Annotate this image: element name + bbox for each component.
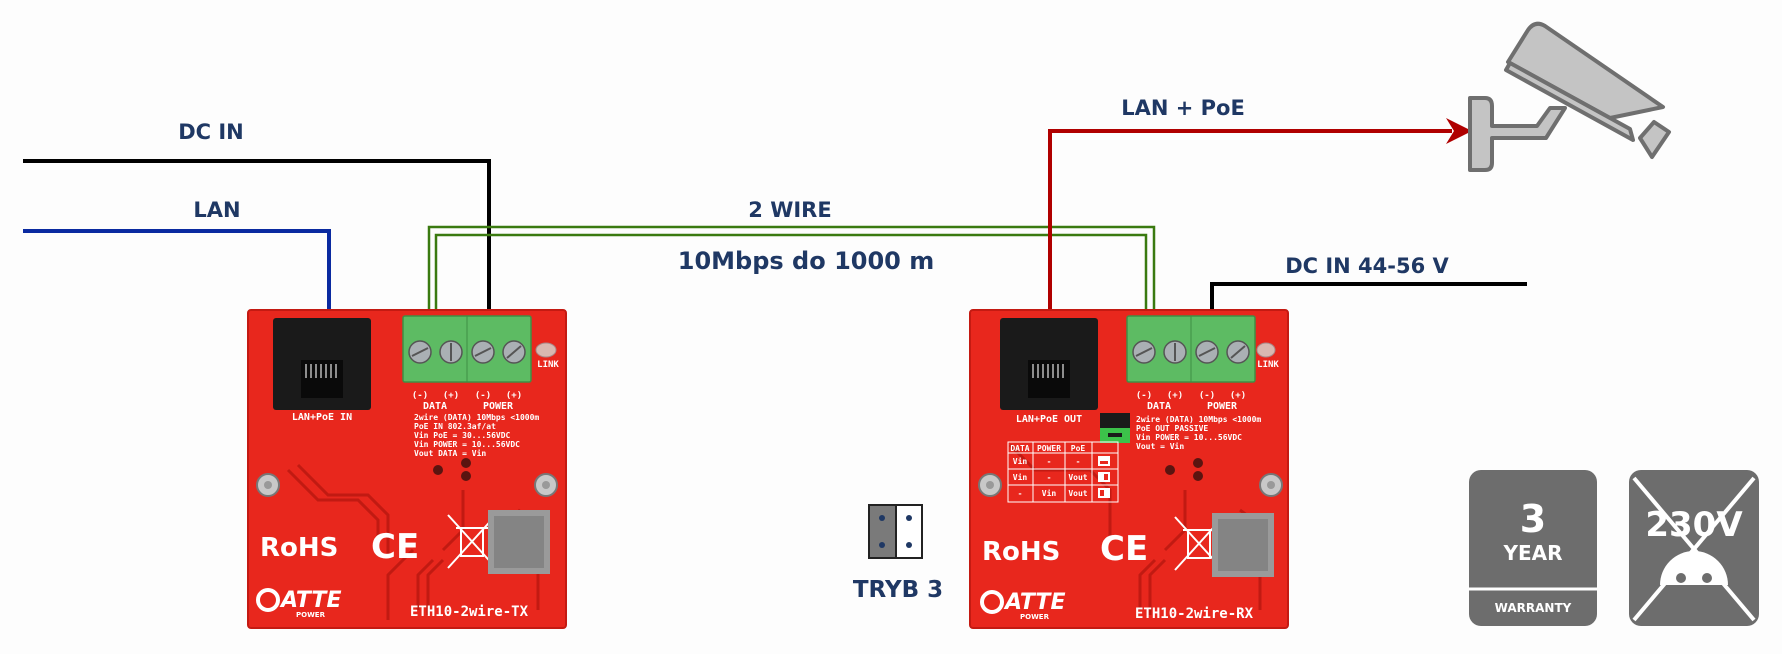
tx-pol-4: (+) (506, 391, 522, 401)
tx-pol-2: (+) (443, 391, 459, 401)
rx-port-label: LAN+PoE OUT (1016, 414, 1082, 425)
mode-table-cell: - (1047, 473, 1052, 482)
mode-table-jumper-dots (1100, 461, 1108, 496)
tx-power-group-label: POWER (483, 401, 514, 412)
rx-brand: ATTE (1003, 590, 1065, 615)
tx-data-group-label: DATA (423, 401, 447, 412)
speed-label: 10Mbps do 1000 m (678, 247, 934, 275)
mode-table-cell: - (1076, 457, 1081, 466)
tx-via (461, 458, 471, 468)
dc-in-rx-label: DC IN 44-56 V (1285, 254, 1449, 278)
mode-table-cell: Vout (1068, 489, 1087, 498)
tx-brand: ATTE (279, 588, 341, 613)
warranty-number: 3 (1520, 497, 1546, 541)
lan-wire (23, 229, 331, 310)
two-wire-line-outer (427, 225, 1156, 310)
wires (23, 118, 1527, 310)
tx-spec-line: Vin POWER = 10...56VDC (414, 439, 520, 449)
mode-table-cell: - (1047, 457, 1052, 466)
tx-pol-3: (-) (475, 391, 491, 401)
mode-table-header: PoE (1071, 444, 1086, 453)
rx-mode-table (1007, 441, 1119, 503)
mode-table-cell: Vout (1068, 473, 1087, 482)
cross-line-icon (1632, 476, 1756, 622)
rx-link-label: LINK (1257, 360, 1279, 370)
tx-mount-screws (256, 473, 558, 497)
tx-via (461, 471, 471, 481)
rx-rj45-pins (1032, 364, 1064, 378)
rx-spec-line: Vout = Vin (1136, 441, 1184, 451)
dc-in-wire (23, 159, 491, 310)
rx-pol-3: (-) (1199, 391, 1215, 401)
rx-brand-logo-icon (980, 590, 1004, 614)
tx-spec-line: Vout DATA = Vin (414, 448, 486, 458)
tx-specs: 2wire (DATA) 10Mbps <1000m PoE IN 802.3a… (414, 412, 539, 458)
jumper-mode-icon (868, 504, 923, 559)
tx-board: LAN+PoE IN LINK (-) (+) (-) (+) DATA POW… (247, 309, 567, 629)
rx-pol-1: (-) (1136, 391, 1152, 401)
warranty-badge: 3 YEAR WARRANTY (1469, 470, 1597, 626)
tx-brand-logo-icon (256, 588, 280, 612)
tx-spec-line: PoE IN 802.3af/at (414, 422, 496, 431)
mode-table-cell: Vin (1042, 488, 1057, 498)
rx-terminal-screws (1132, 340, 1250, 364)
rx-spec-line: Vin POWER = 10...56VDC (1136, 432, 1242, 442)
dc-in-rx-wire (1210, 282, 1527, 310)
arrow-head-icon (1446, 118, 1472, 144)
rx-board: LAN+PoE OUT LINK (-) (+) (-) (+) DATA PO… (969, 309, 1289, 629)
rx-via (1165, 465, 1175, 475)
tx-model-label: ETH10-2wire-TX (410, 604, 529, 620)
mode-table-cell: Vin (1013, 456, 1028, 466)
rx-brand-sub: POWER (1020, 613, 1050, 621)
warranty-caption: WARRANTY (1495, 601, 1572, 615)
tx-spec-line: Vin PoE = 30...56VDC (414, 430, 511, 440)
mode-table-header: DATA (1010, 444, 1029, 453)
rx-link-led-icon (1256, 342, 1276, 358)
rx-power-group-label: POWER (1207, 401, 1238, 412)
rx-specs: 2wire (DATA) 10Mbps <1000m PoE OUT PASSI… (1136, 414, 1261, 451)
rx-via (1193, 458, 1203, 468)
tx-pol-1: (-) (412, 391, 428, 401)
tx-terminal-screws (408, 340, 526, 364)
poe-wire (1048, 129, 1452, 310)
tx-spec-line: 2wire (DATA) 10Mbps <1000m (414, 412, 539, 422)
mode-table-cell: - (1018, 489, 1023, 498)
two-wire-label: 2 WIRE (748, 198, 831, 222)
rx-qr-inner (1218, 519, 1268, 571)
tx-brand-sub: POWER (296, 611, 326, 619)
rx-data-group-label: DATA (1147, 401, 1171, 412)
rx-pol-2: (+) (1167, 391, 1183, 401)
lan-poe-label: LAN + PoE (1121, 96, 1245, 120)
rx-jumper[interactable] (1100, 413, 1130, 443)
cctv-camera-icon (1468, 21, 1671, 172)
tx-link-label: LINK (537, 360, 559, 370)
mode-table-header: POWER (1037, 444, 1061, 453)
dc-in-label: DC IN (178, 120, 244, 144)
mode-table-cell: Vin (1013, 472, 1028, 482)
rx-spec-line: PoE OUT PASSIVE (1136, 424, 1208, 433)
rx-model-label: ETH10-2wire-RX (1135, 606, 1254, 622)
no-230v-badge: 230V (1629, 470, 1759, 626)
tx-ce-mark: CE (371, 527, 419, 567)
rx-pol-4: (+) (1230, 391, 1246, 401)
rx-ce-mark: CE (1100, 529, 1148, 569)
tx-link-led-icon (535, 342, 557, 358)
rx-mount-screws (978, 473, 1283, 497)
mode-label: TRYB 3 (853, 577, 943, 603)
rx-via (1193, 471, 1203, 481)
tx-rohs-mark: RoHS (260, 533, 338, 563)
tx-via (433, 465, 443, 475)
plug-icon (1660, 551, 1728, 585)
warranty-unit: YEAR (1502, 541, 1562, 565)
two-wire-line-inner (434, 233, 1148, 310)
tx-rj45-pins (305, 364, 337, 378)
rx-rohs-mark: RoHS (982, 537, 1060, 567)
rx-spec-line: 2wire (DATA) 10Mbps <1000m (1136, 414, 1261, 424)
tx-qr-inner (494, 516, 544, 568)
lan-label: LAN (193, 198, 240, 222)
tx-port-label: LAN+PoE IN (292, 412, 352, 423)
